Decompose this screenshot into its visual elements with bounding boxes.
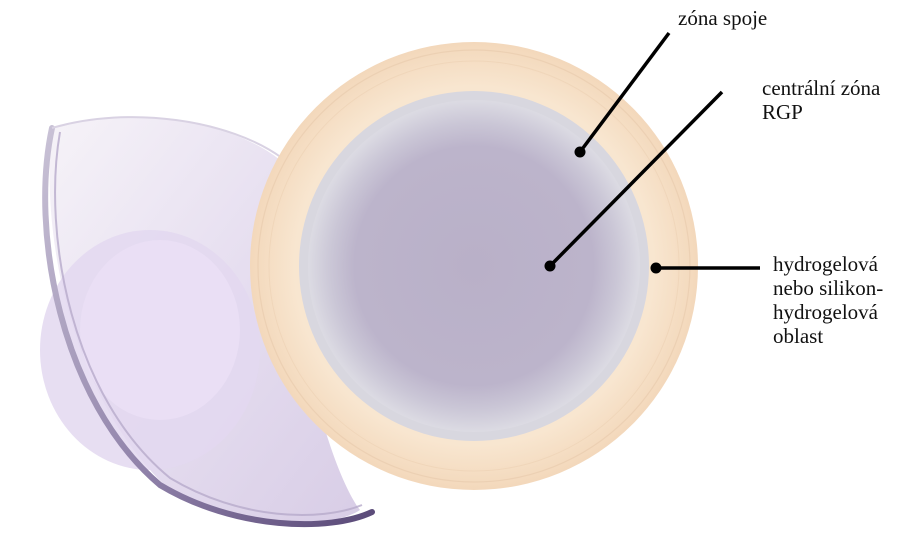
label-centralni-zona-line1: centrální zóna: [762, 76, 880, 100]
label-hydrogel-line2: nebo silikon-: [773, 276, 883, 300]
label-centralni-zona: centrální zóna RGP: [762, 76, 880, 124]
label-hydrogel-line3: hydrogelová: [773, 300, 883, 324]
label-hydrogel-zone: hydrogelová nebo silikon- hydrogelová ob…: [773, 252, 883, 348]
label-zona-spoje-text: zóna spoje: [678, 6, 767, 30]
label-zona-spoje: zóna spoje: [678, 6, 767, 30]
label-hydrogel-line1: hydrogelová: [773, 252, 883, 276]
central-rgp-zone: [308, 100, 640, 432]
label-centralni-zona-line2: RGP: [762, 100, 880, 124]
dot-zona-spoje: [575, 147, 586, 158]
label-hydrogel-line4: oblast: [773, 324, 883, 348]
front-lens: [250, 42, 698, 490]
dot-centralni-zona: [545, 261, 556, 272]
dot-hydrogel: [651, 263, 662, 274]
